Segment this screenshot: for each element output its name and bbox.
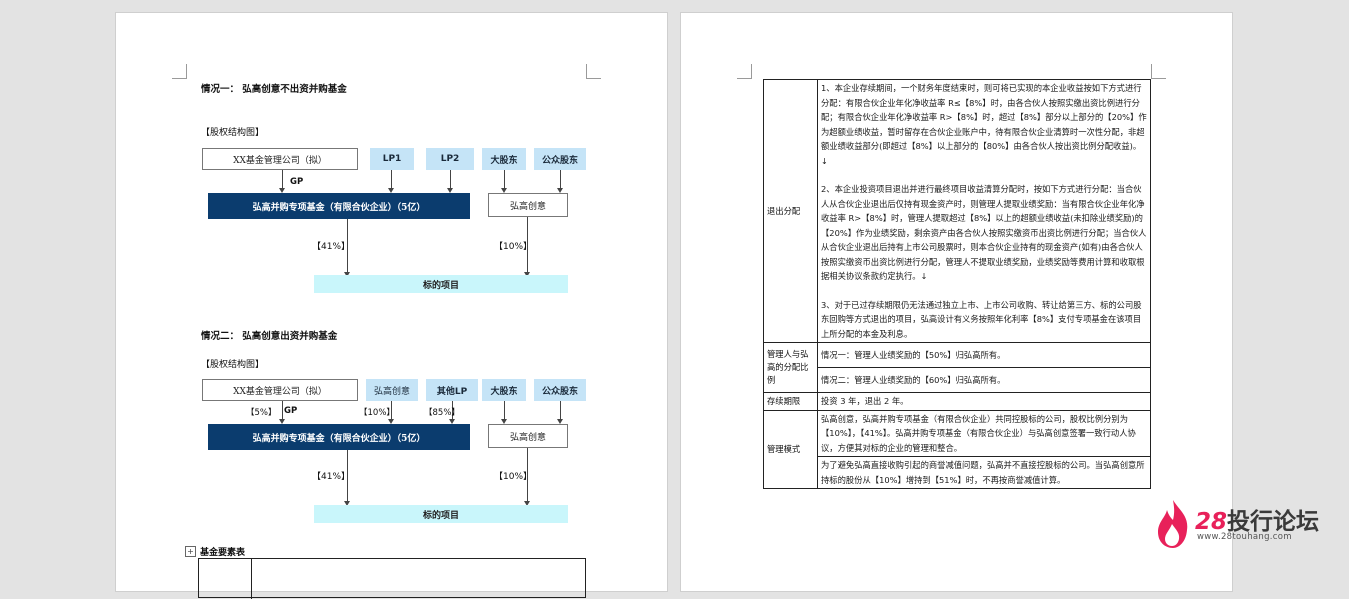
arrow-down-icon bbox=[344, 501, 350, 506]
connector-line bbox=[347, 219, 348, 274]
manager-share-row-2[interactable]: 情况二：管理人业绩奖励的【60%】归弘高所有。 bbox=[817, 367, 1151, 393]
connector-line bbox=[504, 401, 505, 421]
exit-clause-1[interactable]: 1、本企业存续期间，一个财务年度结束时，则可将已实现的本企业收益按如下方式进行分… bbox=[821, 83, 1147, 166]
case1-lp1-box[interactable]: LP1 bbox=[370, 148, 414, 170]
elements-table-title[interactable]: 基金要素表 bbox=[200, 548, 246, 558]
case2-gp-pct: 【5%】 bbox=[246, 408, 277, 418]
exit-clause-3[interactable]: 3、对于已过存续期限仍无法通过独立上市、上市公司收购、转让给第三方、标的公司股东… bbox=[821, 299, 1142, 339]
table-row: 退出分配 1、本企业存续期间，一个财务年度结束时，则可将已实现的本企业收益按如下… bbox=[763, 79, 1151, 343]
table-divider bbox=[251, 559, 252, 599]
case2-public-holder-box[interactable]: 公众股东 bbox=[534, 379, 586, 401]
case2-hongao-lp-box[interactable]: 弘高创意 bbox=[366, 379, 418, 401]
manager-share-row-1[interactable]: 情况一：管理人业绩奖励的【50%】归弘高所有。 bbox=[817, 342, 1151, 368]
case2-manager-box[interactable]: XX基金管理公司（拟） bbox=[202, 379, 358, 401]
arrow-down-icon bbox=[524, 501, 530, 506]
table-row: 管理人与弘高的分配比例 情况一：管理人业绩奖励的【50%】归弘高所有。 bbox=[763, 342, 1151, 393]
case2-fund-pct: 【41%】 bbox=[312, 472, 351, 482]
case1-title[interactable]: 情况一： 弘高创意不出资并购基金 bbox=[201, 84, 347, 95]
crop-mark bbox=[737, 64, 752, 79]
arrow-down-icon bbox=[279, 188, 285, 193]
arrow-down-icon bbox=[388, 419, 394, 424]
case1-lp2-box[interactable]: LP2 bbox=[426, 148, 474, 170]
connector-line bbox=[560, 401, 561, 421]
case2-other-lp-box[interactable]: 其他LP bbox=[426, 379, 478, 401]
watermark-number: 28 bbox=[1195, 509, 1228, 535]
case2-hongao-lp-pct: 【10%】 bbox=[359, 408, 395, 418]
case2-hongao-box[interactable]: 弘高创意 bbox=[488, 424, 568, 448]
connector-line bbox=[282, 401, 283, 421]
watermark-name: 投行论坛 bbox=[1227, 509, 1320, 535]
arrow-down-icon bbox=[449, 419, 455, 424]
crop-mark bbox=[1151, 64, 1166, 79]
case1-fund-pct: 【41%】 bbox=[312, 242, 351, 252]
connector-line bbox=[504, 170, 505, 190]
arrow-down-icon bbox=[501, 419, 507, 424]
elements-table-outline bbox=[198, 558, 586, 599]
document-page-left: 情况一： 弘高创意不出资并购基金 【股权结构图】 XX基金管理公司（拟） LP1… bbox=[115, 12, 668, 599]
watermark-url: www.28touhang.com bbox=[1197, 532, 1292, 542]
case1-public-holder-box[interactable]: 公众股东 bbox=[534, 148, 586, 170]
case1-hongao-box[interactable]: 弘高创意 bbox=[488, 193, 568, 217]
connector-line bbox=[347, 450, 348, 503]
mode-row-1[interactable]: 弘高创意，弘高并购专项基金（有限合伙企业）共同控股标的公司，股权比例分别为【10… bbox=[817, 409, 1151, 457]
crop-mark bbox=[172, 64, 187, 79]
paragraph-gap bbox=[821, 168, 1147, 182]
connector-line bbox=[391, 401, 392, 421]
case2-major-holder-box[interactable]: 大股东 bbox=[482, 379, 526, 401]
duration-label[interactable]: 存续期限 bbox=[763, 392, 818, 411]
arrow-down-icon bbox=[344, 272, 350, 277]
case2-gp-label: GP bbox=[284, 406, 298, 416]
connector-line bbox=[282, 170, 283, 190]
exit-content[interactable]: 1、本企业存续期间，一个财务年度结束时，则可将已实现的本企业收益按如下方式进行分… bbox=[817, 79, 1151, 343]
connector-line bbox=[527, 448, 528, 503]
case1-fund-box[interactable]: 弘高并购专项基金（有限合伙企业）（5亿） bbox=[208, 193, 470, 219]
connector-line bbox=[452, 401, 453, 421]
exit-label[interactable]: 退出分配 bbox=[763, 79, 818, 343]
manager-share-label[interactable]: 管理人与弘高的分配比例 bbox=[763, 342, 818, 393]
flame-logo-icon bbox=[1158, 500, 1188, 548]
duration-value[interactable]: 投资 3 年，退出 2 年。 bbox=[817, 392, 1151, 411]
case2-title[interactable]: 情况二： 弘高创意出资并购基金 bbox=[201, 331, 338, 342]
arrow-down-icon bbox=[388, 188, 394, 193]
crop-mark bbox=[586, 64, 601, 79]
case1-target-box[interactable]: 标的项目 bbox=[314, 275, 568, 293]
connector-line bbox=[527, 217, 528, 274]
arrow-down-icon bbox=[279, 419, 285, 424]
case1-gp-label: GP bbox=[290, 177, 304, 187]
arrow-down-icon bbox=[501, 188, 507, 193]
fund-terms-table: 退出分配 1、本企业存续期间，一个财务年度结束时，则可将已实现的本企业收益按如下… bbox=[763, 79, 1151, 489]
table-row: 为了避免弘高直接收购引起的商誉减值问题，弘高并不直接控股标的公司。当弘高创意所持… bbox=[764, 456, 1151, 489]
connector-line bbox=[450, 170, 451, 190]
arrow-down-icon bbox=[447, 188, 453, 193]
case2-fund-box[interactable]: 弘高并购专项基金（有限合伙企业）（5亿） bbox=[208, 424, 470, 450]
case1-hongao-pct: 【10%】 bbox=[494, 242, 533, 252]
case2-structure-label[interactable]: 【股权结构图】 bbox=[201, 360, 265, 370]
mode-row-2[interactable]: 为了避免弘高直接收购引起的商誉减值问题，弘高并不直接控股标的公司。当弘高创意所持… bbox=[817, 456, 1151, 489]
paragraph-gap bbox=[821, 284, 1147, 298]
connector-line bbox=[560, 170, 561, 190]
table-move-handle-icon[interactable]: + bbox=[185, 546, 196, 557]
exit-clause-2[interactable]: 2、本企业投资项目退出并进行最终项目收益清算分配时，按如下方式进行分配：当合伙人… bbox=[821, 184, 1147, 281]
document-page-right: 退出分配 1、本企业存续期间，一个财务年度结束时，则可将已实现的本企业收益按如下… bbox=[680, 12, 1233, 592]
table-row: 管理模式 弘高创意，弘高并购专项基金（有限合伙企业）共同控股标的公司，股权比例分… bbox=[763, 409, 1151, 489]
connector-line bbox=[391, 170, 392, 190]
case1-major-holder-box[interactable]: 大股东 bbox=[482, 148, 526, 170]
case1-structure-label[interactable]: 【股权结构图】 bbox=[201, 128, 265, 138]
watermark-title: 28投行论坛 bbox=[1195, 502, 1319, 536]
table-row: 情况二：管理人业绩奖励的【60%】归弘高所有。 bbox=[764, 367, 1151, 393]
case2-hongao-pct: 【10%】 bbox=[494, 472, 533, 482]
arrow-down-icon bbox=[524, 272, 530, 277]
case2-other-lp-pct: 【85%】 bbox=[424, 408, 460, 418]
mode-label[interactable]: 管理模式 bbox=[763, 409, 818, 489]
case2-target-box[interactable]: 标的项目 bbox=[314, 505, 568, 523]
site-watermark: 28投行论坛 www.28touhang.com bbox=[1155, 498, 1335, 553]
case1-manager-box[interactable]: XX基金管理公司（拟） bbox=[202, 148, 358, 170]
arrow-down-icon bbox=[557, 188, 563, 193]
arrow-down-icon bbox=[557, 419, 563, 424]
table-row: 存续期限 投资 3 年，退出 2 年。 bbox=[763, 392, 1151, 411]
